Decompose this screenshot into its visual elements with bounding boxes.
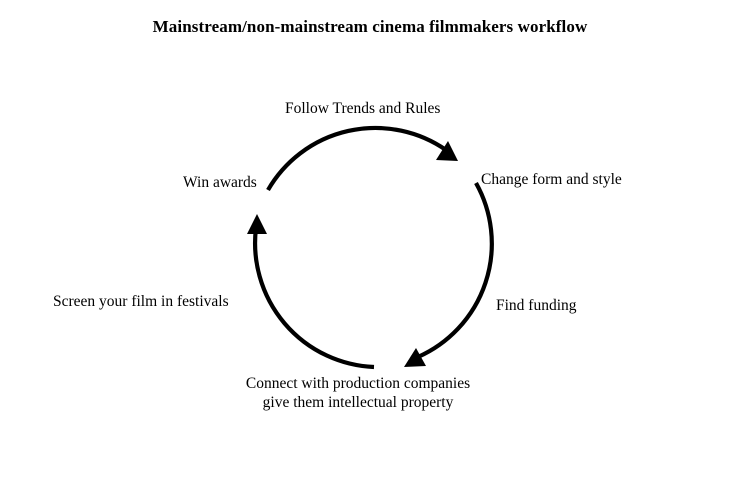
arrowhead-win — [247, 214, 267, 234]
diagram-title: Mainstream/non-mainstream cinema filmmak… — [152, 17, 588, 36]
step-change-form-label: Change form and style — [481, 171, 622, 188]
arrowhead-connect — [404, 348, 426, 367]
step-connect-line-1: Connect with production companies — [245, 375, 471, 392]
arrow-change-to-connect — [417, 181, 494, 359]
arrow-follow-to-change — [266, 125, 448, 192]
step-connect-label: Connect with production companies give t… — [0, 374, 728, 412]
step-connect-line-2: give them intellectual property — [262, 394, 454, 411]
arrowhead-change — [436, 141, 458, 161]
step-win-awards-label: Win awards — [183, 174, 257, 191]
arrow-connect-to-win — [253, 227, 375, 370]
step-find-funding-label: Find funding — [496, 297, 577, 314]
step-screen-festivals-label: Screen your film in festivals — [53, 293, 229, 310]
step-follow-trends-label: Follow Trends and Rules — [285, 100, 441, 117]
